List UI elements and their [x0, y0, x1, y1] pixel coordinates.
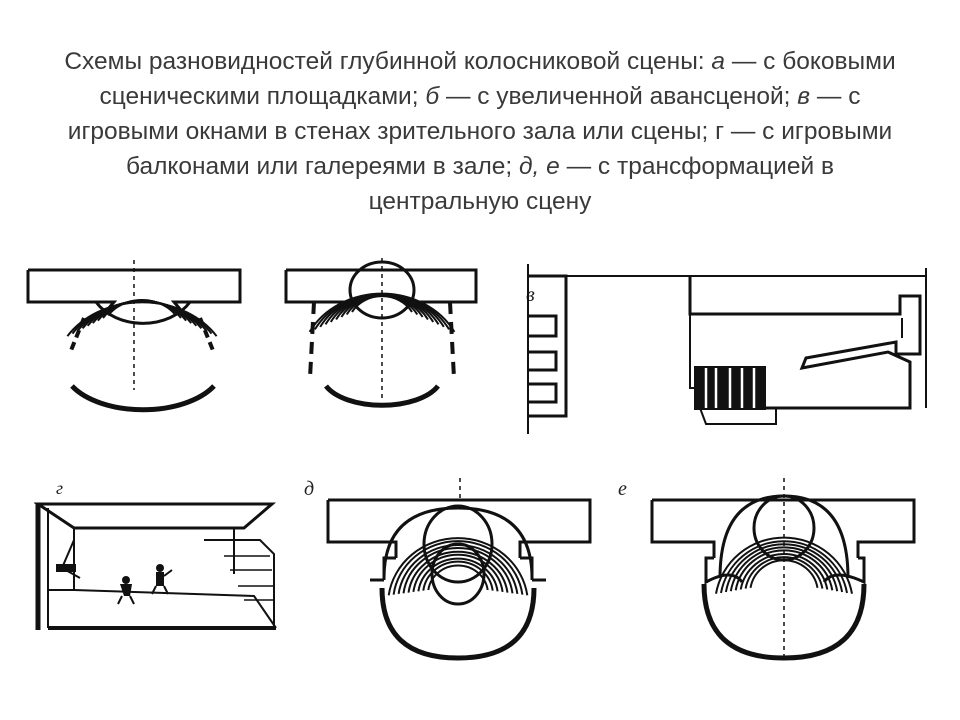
seating-row-arc	[387, 537, 529, 596]
figure-b-seating-rows	[308, 292, 456, 333]
caption-part: — с игровыми окнами в стенах зрительного…	[67, 83, 893, 180]
seating-row-arc	[734, 549, 834, 591]
figure-g-balconies: г	[34, 478, 284, 638]
seating-row-arc	[308, 292, 456, 333]
figure-d-label: д	[304, 478, 315, 500]
caption-part: — с боковыми сценическими площадками;	[99, 48, 896, 110]
seating-row-arc	[422, 560, 494, 591]
seating-row-arc	[744, 556, 824, 589]
seating-row-arc	[412, 553, 504, 593]
figure-a-drawing	[26, 260, 242, 413]
figure-b-drawing	[284, 258, 478, 408]
caption-letters-de: д, е	[519, 153, 560, 180]
caption-part: — с трансформацией в центральную сцену	[368, 153, 834, 215]
seating-row-arc	[66, 301, 218, 337]
figure-e-central-stage: е	[612, 478, 922, 663]
seating-row-arc	[739, 553, 829, 590]
caption-letter-a: а	[711, 48, 726, 75]
figure-g-label: г	[56, 478, 64, 498]
seating-row-arc	[729, 546, 839, 592]
figure-v-drawing	[527, 264, 927, 434]
slide-caption: Схемы разновидностей глубинной колоснико…	[50, 44, 910, 219]
figure-e-label: е	[618, 478, 627, 500]
seating-row-arc	[402, 547, 514, 594]
figure-v-label: в	[526, 284, 535, 306]
figure-e-drawing	[650, 478, 916, 661]
figure-v-play-windows: в	[516, 258, 940, 438]
figure-a-side-stages	[24, 258, 274, 428]
caption-letter-b: б	[425, 83, 440, 110]
figure-a-seating-rows	[66, 299, 218, 337]
seating-row-arc	[724, 543, 844, 593]
figure-g-drawing	[34, 502, 277, 630]
seating-row-arc	[749, 559, 819, 588]
caption-part: Схемы разновидностей глубинной колоснико…	[64, 48, 712, 75]
seating-row-arc	[392, 540, 524, 595]
seating-row-arc	[720, 540, 848, 594]
seating-row-arc	[427, 564, 489, 591]
figure-b-enlarged-proscenium	[280, 258, 500, 428]
seating-row-arc	[397, 544, 519, 595]
seating-row-arc	[417, 557, 499, 592]
figure-g-actors	[117, 564, 173, 605]
figure-d-drawing	[326, 478, 592, 661]
caption-part: — с увеличенной авансценой;	[439, 83, 798, 110]
caption-letter-v: в	[797, 83, 811, 110]
figure-d-transformation: д	[300, 478, 600, 663]
seating-row-arc	[715, 536, 853, 594]
figure-e-seating-rows	[715, 536, 853, 594]
figure-d-seating-rows	[387, 537, 529, 596]
seating-row-arc	[407, 550, 509, 593]
